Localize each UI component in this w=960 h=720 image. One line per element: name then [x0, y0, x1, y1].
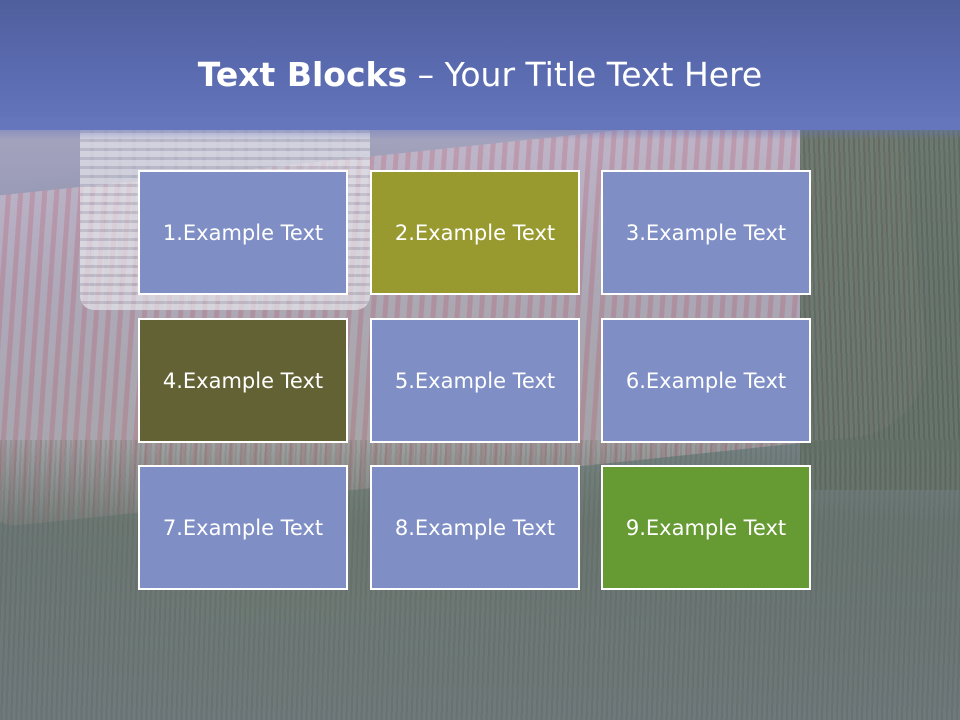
text-block-4[interactable]: 4.Example Text — [138, 318, 348, 443]
text-block-label: 5.Example Text — [394, 368, 556, 393]
text-block-8[interactable]: 8.Example Text — [370, 465, 580, 590]
text-block-6[interactable]: 6.Example Text — [601, 318, 811, 443]
slide-title[interactable]: Text Blocks – Your Title Text Here — [0, 52, 960, 98]
text-block-9[interactable]: 9.Example Text — [601, 465, 811, 590]
text-block-3[interactable]: 3.Example Text — [601, 170, 811, 295]
slide-title-rest: – Your Title Text Here — [407, 55, 763, 94]
text-block-label: 1.Example Text — [162, 220, 324, 245]
text-block-label: 9.Example Text — [625, 515, 787, 540]
title-bar — [0, 0, 960, 130]
text-block-label: 3.Example Text — [625, 220, 787, 245]
text-block-label: 8.Example Text — [394, 515, 556, 540]
text-block-2[interactable]: 2.Example Text — [370, 170, 580, 295]
text-block-7[interactable]: 7.Example Text — [138, 465, 348, 590]
text-block-label: 2.Example Text — [394, 220, 556, 245]
text-block-label: 4.Example Text — [162, 368, 324, 393]
slide-title-bold: Text Blocks — [197, 55, 408, 94]
text-block-label: 7.Example Text — [162, 515, 324, 540]
text-block-label: 6.Example Text — [625, 368, 787, 393]
title-bar-fade — [0, 118, 960, 140]
text-block-5[interactable]: 5.Example Text — [370, 318, 580, 443]
text-block-1[interactable]: 1.Example Text — [138, 170, 348, 295]
grass-image — [800, 130, 960, 490]
